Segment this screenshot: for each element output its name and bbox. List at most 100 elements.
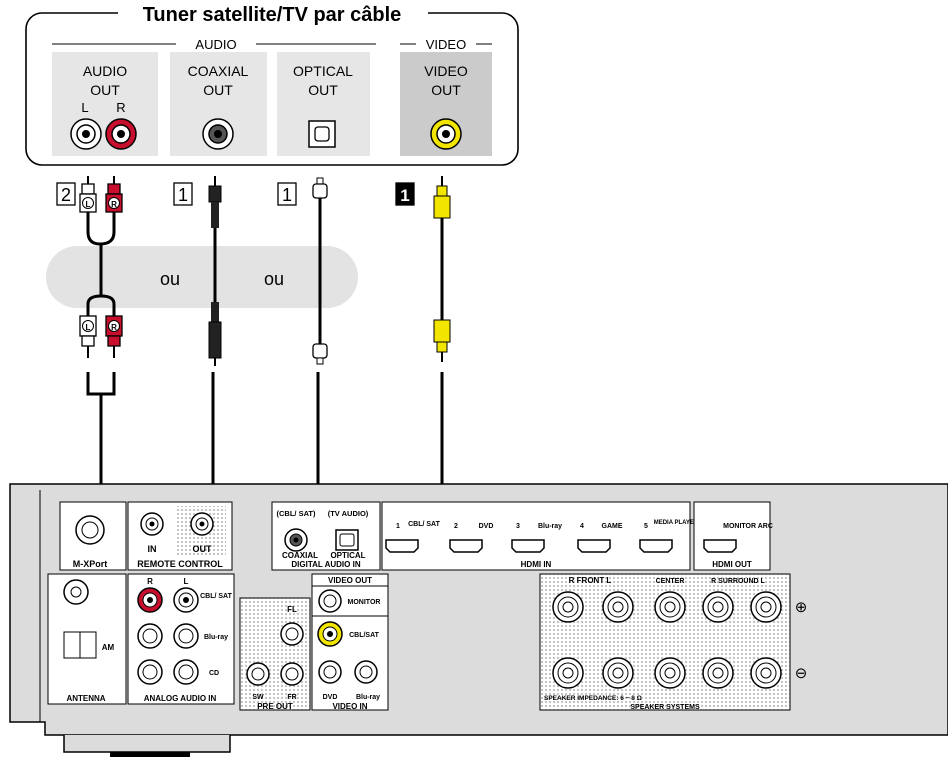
- audio-out-l-label: L: [81, 100, 88, 115]
- hdmi-5-name: MEDIA PLAYER: [654, 520, 699, 526]
- plug-r-top-icon: R: [105, 176, 123, 213]
- optical-out-label-2: OUT: [308, 82, 338, 98]
- optical-input-label: (TV AUDIO): [328, 509, 369, 518]
- hdmi-3-name: Blu-ray: [538, 523, 562, 530]
- digital-audio-in-label: DIGITAL AUDIO IN: [291, 560, 360, 569]
- cable-label-audio: 2: [61, 185, 71, 205]
- svg-text:R: R: [111, 200, 117, 209]
- mxport-label: M-XPort: [73, 559, 108, 569]
- video-bluray-label: Blu-ray: [356, 694, 380, 701]
- hdmi-5-label: 5: [644, 523, 648, 530]
- coaxial-in-jack-icon: [284, 528, 308, 552]
- plug-r-bottom-icon: R: [105, 315, 123, 358]
- speaker-systems-label: SPEAKER SYSTEMS: [630, 704, 700, 711]
- optical-label: OPTICAL: [330, 551, 365, 560]
- video-cbl-sat-label: CBL/SAT: [349, 632, 380, 639]
- receiver-rear-panel: M-XPort IN OUT REMOTE CONTROL (CBL/ SAT)…: [9, 483, 948, 757]
- audio-out-label: AUDIO: [83, 63, 127, 79]
- source-device: Tuner satellite/TV par câble AUDIO VIDEO…: [25, 2, 519, 166]
- video-in-dvd-jack-icon: [318, 660, 342, 684]
- hdmi-out-label: HDMI OUT: [712, 560, 752, 569]
- hdmi-2-name: DVD: [479, 523, 494, 530]
- analog-audio-in-label: ANALOG AUDIO IN: [144, 694, 217, 703]
- analog-cd-label: CD: [209, 670, 219, 677]
- analog-bluray-jacks-icon: [137, 623, 199, 649]
- remote-out-label: OUT: [193, 544, 213, 554]
- monitor-out-jack-icon: [318, 589, 342, 613]
- video-out-label-2: OUT: [431, 82, 461, 98]
- cable-label-optical: 1: [282, 185, 292, 205]
- hdmi-out-port-icon: [703, 539, 737, 553]
- plus-terminal-icon: ⊕: [795, 599, 808, 616]
- am-label: AM: [102, 643, 115, 652]
- remote-control-label: REMOTE CONTROL: [137, 559, 223, 569]
- analog-cbl-sat-label: CBL/ SAT: [200, 593, 232, 600]
- monitor-arc-label: MONITOR ARC: [723, 523, 773, 530]
- analog-cd-jacks-icon: [137, 659, 199, 685]
- analog-bluray-label: Blu-ray: [204, 634, 228, 641]
- optical-cable: [312, 177, 342, 534]
- remote-in-jack-icon: [140, 512, 164, 536]
- audio-out-r-label: R: [116, 100, 125, 115]
- speaker-terminals-minus-icon: [552, 657, 782, 689]
- hdmi-1-name: CBL/ SAT: [408, 521, 440, 528]
- video-dvd-label: DVD: [323, 694, 338, 701]
- analog-cbl-l-jack-icon: [173, 587, 199, 613]
- video-out-label: VIDEO: [424, 63, 468, 79]
- plug-l-bottom-icon: L: [79, 315, 97, 358]
- or-label-1: ou: [160, 269, 180, 289]
- video-out-section-label: VIDEO OUT: [328, 576, 372, 585]
- hdmi-2-label: 2: [454, 523, 458, 530]
- optical-out-jack-icon: [308, 120, 336, 148]
- antenna-label: ANTENNA: [66, 694, 105, 703]
- optical-in-jack-icon: [335, 529, 359, 551]
- fl-label: FL: [287, 605, 297, 614]
- sw-label: SW: [252, 694, 264, 701]
- audio-out-l-jack-icon: [70, 118, 102, 150]
- hdmi-4-name: GAME: [602, 523, 623, 530]
- video-in-cbl-jack-icon: [317, 621, 343, 647]
- pre-out-fl-jack-icon: [280, 622, 304, 646]
- hdmi-in-label: HDMI IN: [521, 560, 552, 569]
- or-label-2: ou: [264, 269, 284, 289]
- pre-out-label: PRE OUT: [257, 702, 293, 711]
- pre-out-sw-jack-icon: [246, 662, 270, 686]
- video-out-jack-icon: [430, 118, 462, 150]
- video-in-bluray-jack-icon: [354, 660, 378, 684]
- surround-speaker-label: R SURROUND L: [711, 578, 765, 585]
- hdmi-1-label: 1: [396, 523, 400, 530]
- optical-out-label: OPTICAL: [293, 63, 353, 79]
- coaxial-out-jack-icon: [202, 118, 234, 150]
- cable-label-coaxial: 1: [178, 185, 188, 205]
- hdmi-3-label: 3: [516, 523, 520, 530]
- speaker-impedance-label: SPEAKER IMPEDANCE: 6 ~ 8 Ω: [544, 695, 642, 702]
- analog-l-label: L: [184, 577, 189, 586]
- cable-labels: 2 1 1 1: [56, 182, 415, 206]
- coaxial-out-label-2: OUT: [203, 82, 233, 98]
- hdmi-4-label: 4: [580, 523, 584, 530]
- fr-label: FR: [287, 694, 296, 701]
- video-group-label: VIDEO: [426, 37, 466, 52]
- alternative-pill: [46, 246, 358, 308]
- cable-label-video: 1: [400, 186, 409, 205]
- minus-terminal-icon: ⊖: [795, 665, 808, 682]
- svg-text:R: R: [111, 323, 117, 332]
- center-speaker-label: CENTER: [656, 578, 685, 585]
- audio-group-label: AUDIO: [195, 37, 236, 52]
- coaxial-label: COAXIAL: [282, 551, 318, 560]
- plug-l-top-icon: L: [79, 176, 97, 213]
- front-speaker-label: R FRONT L: [569, 576, 612, 585]
- svg-text:L: L: [86, 200, 91, 209]
- remote-out-jack-icon: [190, 512, 214, 536]
- audio-out-label-2: OUT: [90, 82, 120, 98]
- audio-out-r-jack-icon: [105, 118, 137, 150]
- svg-text:L: L: [86, 323, 91, 332]
- video-in-label: VIDEO IN: [332, 702, 367, 711]
- monitor-label: MONITOR: [348, 599, 381, 606]
- coaxial-out-label: COAXIAL: [188, 63, 249, 79]
- source-title: Tuner satellite/TV par câble: [143, 4, 402, 26]
- audio-out-panel: [52, 52, 158, 156]
- coaxial-input-label: (CBL/ SAT): [276, 509, 316, 518]
- pre-out-fr-jack-icon: [280, 662, 304, 686]
